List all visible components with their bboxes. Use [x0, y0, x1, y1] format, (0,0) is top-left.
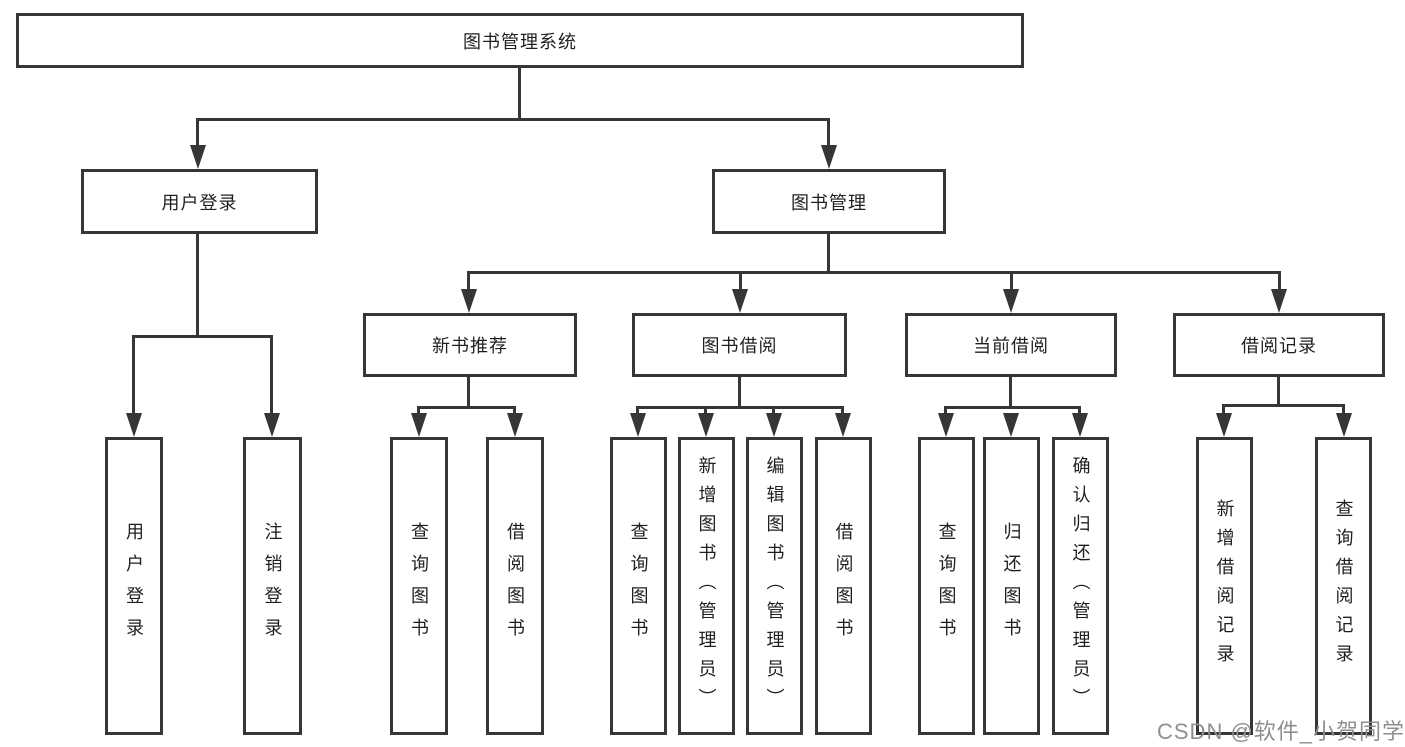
leaf-label: 注销登录 — [262, 522, 283, 650]
connector-line — [467, 271, 1281, 274]
leaf-query-book-recommend: 查询图书 — [390, 437, 448, 735]
connector-line — [1277, 377, 1280, 407]
node-label: 图书管理系统 — [463, 31, 577, 52]
connector-line — [1222, 404, 1345, 407]
leaf-edit-book-admin: 编辑图书（管理员） — [746, 437, 803, 735]
leaf-label: 查询图书 — [628, 522, 649, 650]
node-label: 当前借阅 — [973, 336, 1049, 356]
arrowhead-down-icon — [732, 289, 748, 313]
arrowhead-down-icon — [766, 413, 782, 437]
connector-line — [739, 271, 742, 295]
connector-line — [1222, 404, 1225, 420]
leaf-query-borrow-record: 查询借阅记录 — [1315, 437, 1372, 735]
arrowhead-down-icon — [1336, 413, 1352, 437]
node-new-book-recommend: 新书推荐 — [363, 313, 577, 377]
arrowhead-down-icon — [1003, 413, 1019, 437]
leaf-user-login: 用户登录 — [105, 437, 163, 735]
leaf-add-book-admin: 新增图书（管理员） — [678, 437, 735, 735]
node-user-login: 用户登录 — [81, 169, 318, 234]
leaf-borrow-book-recommend: 借阅图书 — [486, 437, 544, 735]
arrowhead-down-icon — [507, 413, 523, 437]
leaf-label: 归还图书 — [1001, 522, 1022, 650]
connector-line — [196, 118, 199, 150]
arrowhead-down-icon — [821, 145, 837, 169]
connector-line — [738, 377, 741, 409]
csdn-watermark: CSDN @软件_小贺同学 — [1157, 719, 1405, 744]
leaf-label: 新增图书（管理员） — [696, 455, 717, 717]
leaf-label: 借阅图书 — [505, 522, 525, 650]
leaf-label: 新增借阅记录 — [1214, 499, 1235, 673]
leaf-add-borrow-record: 新增借阅记录 — [1196, 437, 1253, 735]
leaf-query-book-borrow: 查询图书 — [610, 437, 667, 735]
leaf-return-book: 归还图书 — [983, 437, 1040, 735]
connector-line — [827, 234, 830, 274]
leaf-label: 编辑图书（管理员） — [764, 455, 785, 717]
node-current-borrow: 当前借阅 — [905, 313, 1117, 377]
connector-line — [196, 118, 830, 121]
node-label: 新书推荐 — [432, 336, 508, 356]
arrowhead-down-icon — [264, 413, 280, 437]
connector-line — [1342, 404, 1345, 420]
leaf-borrow-book: 借阅图书 — [815, 437, 872, 735]
connector-line — [196, 234, 199, 338]
node-borrow-record: 借阅记录 — [1173, 313, 1385, 377]
connector-line — [270, 335, 273, 420]
leaf-logout: 注销登录 — [243, 437, 302, 735]
arrowhead-down-icon — [411, 413, 427, 437]
leaf-label: 借阅图书 — [833, 522, 854, 650]
connector-line — [132, 335, 135, 420]
arrowhead-down-icon — [835, 413, 851, 437]
node-label: 图书管理 — [791, 192, 867, 213]
leaf-label: 查询图书 — [936, 522, 957, 650]
arrowhead-down-icon — [698, 413, 714, 437]
arrowhead-down-icon — [938, 413, 954, 437]
node-label: 用户登录 — [161, 192, 238, 213]
arrowhead-down-icon — [1271, 289, 1287, 313]
arrowhead-down-icon — [1216, 413, 1232, 437]
connector-line — [827, 118, 830, 150]
leaf-query-book-current: 查询图书 — [918, 437, 975, 735]
connector-line — [1278, 271, 1281, 295]
arrowhead-down-icon — [1003, 289, 1019, 313]
connector-line — [417, 406, 516, 409]
node-book-management: 图书管理 — [712, 169, 946, 234]
leaf-label: 用户登录 — [124, 522, 144, 650]
leaf-label: 确认归还（管理员） — [1070, 455, 1091, 717]
arrowhead-down-icon — [461, 289, 477, 313]
connector-line — [1010, 271, 1013, 295]
connector-line — [518, 68, 521, 121]
node-root-library-system: 图书管理系统 — [16, 13, 1024, 68]
arrowhead-down-icon — [190, 145, 206, 169]
connector-line — [636, 406, 844, 409]
connector-line — [132, 335, 273, 338]
connector-line — [944, 406, 1081, 409]
arrowhead-down-icon — [126, 413, 142, 437]
leaf-confirm-return-admin: 确认归还（管理员） — [1052, 437, 1109, 735]
leaf-label: 查询图书 — [409, 522, 429, 650]
connector-line — [1009, 377, 1012, 409]
node-book-borrow: 图书借阅 — [632, 313, 847, 377]
connector-line — [467, 271, 470, 295]
node-label: 借阅记录 — [1241, 336, 1317, 356]
arrowhead-down-icon — [1072, 413, 1088, 437]
connector-line — [467, 377, 470, 409]
node-label: 图书借阅 — [701, 336, 778, 356]
arrowhead-down-icon — [630, 413, 646, 437]
leaf-label: 查询借阅记录 — [1333, 499, 1354, 673]
